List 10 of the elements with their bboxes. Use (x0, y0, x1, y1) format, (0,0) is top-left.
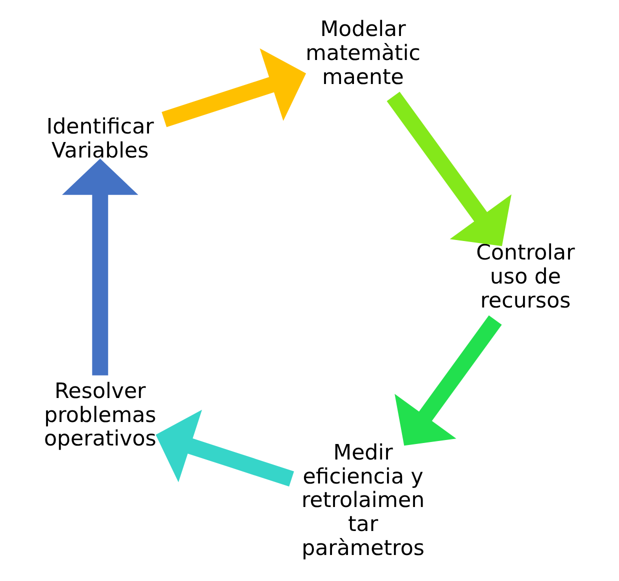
arrow (394, 315, 502, 446)
arrow (386, 92, 512, 246)
node-text: Identificar Variables (46, 114, 154, 164)
arrow (62, 158, 138, 376)
arrow (156, 410, 294, 487)
node-text: Medir eficiencia y retrolaimen tar paràmetros (301, 440, 425, 562)
node-text: Controlar uso de recursos (476, 240, 575, 314)
arrow (162, 48, 306, 128)
node-text: Resolver problemas operativos (44, 378, 156, 452)
node-text: Modelar matemàtic maente (306, 17, 420, 90)
